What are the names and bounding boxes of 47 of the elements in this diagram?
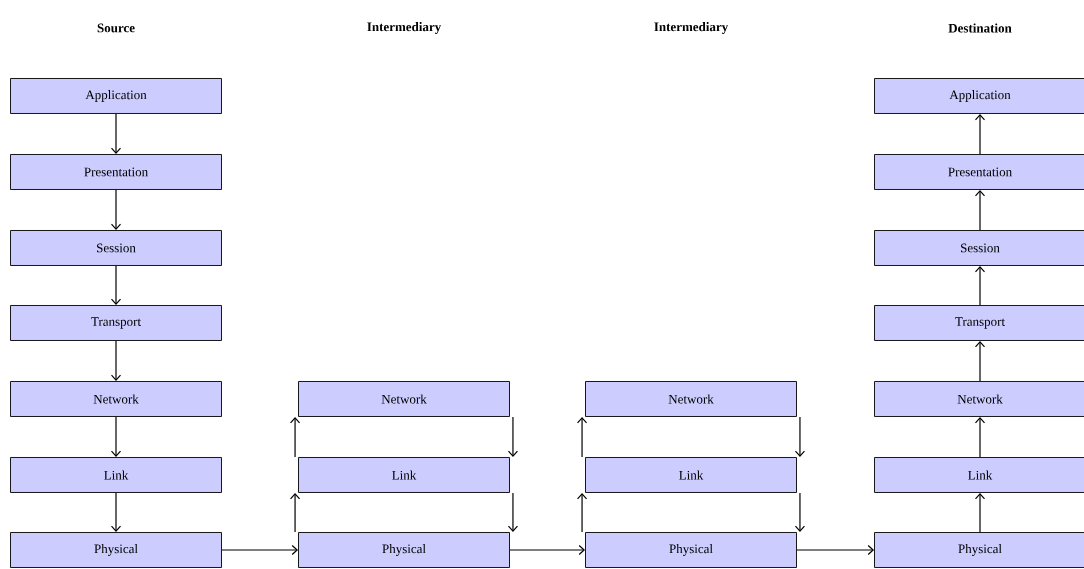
arrow — [974, 265, 986, 306]
arrow — [974, 340, 986, 382]
arrow — [110, 416, 122, 458]
layer-box: Presentation — [10, 154, 222, 190]
layer-box: Network — [298, 381, 510, 417]
layer-box: Presentation — [874, 154, 1084, 190]
layer-box: Session — [874, 230, 1084, 266]
arrow — [509, 544, 586, 556]
arrow — [110, 189, 122, 231]
arrow — [110, 113, 122, 155]
layer-box: Link — [10, 457, 222, 493]
layer-box: Physical — [874, 532, 1084, 568]
arrow — [974, 189, 986, 231]
column-heading: Source — [97, 23, 135, 33]
arrow — [974, 492, 986, 533]
layer-box: Transport — [874, 305, 1084, 341]
layer-box: Link — [298, 457, 510, 493]
arrow — [110, 340, 122, 382]
layer-box: Physical — [298, 532, 510, 568]
layer-box: Physical — [585, 532, 797, 568]
arrow — [110, 492, 122, 533]
layer-box: Physical — [10, 532, 222, 568]
layer-box: Application — [874, 78, 1084, 114]
layer-box: Network — [10, 381, 222, 417]
layer-box: Link — [585, 457, 797, 493]
arrow — [576, 416, 588, 458]
arrow — [507, 492, 519, 533]
layer-box: Session — [10, 230, 222, 266]
column-heading: Destination — [948, 23, 1012, 33]
arrow — [974, 113, 986, 155]
column-heading: Intermediary — [654, 22, 729, 34]
layer-box: Network — [874, 381, 1084, 417]
arrow — [289, 416, 301, 458]
layer-box: Application — [10, 78, 222, 114]
arrow — [794, 416, 806, 458]
layer-box: Transport — [10, 305, 222, 341]
layer-box: Network — [585, 381, 797, 417]
arrow — [507, 416, 519, 458]
arrow — [794, 492, 806, 533]
arrow — [796, 544, 875, 556]
column-heading: Intermediary — [367, 22, 442, 34]
arrow — [576, 492, 588, 533]
arrow — [289, 492, 301, 533]
arrow — [221, 544, 299, 556]
layer-box: Link — [874, 457, 1084, 493]
arrow — [110, 265, 122, 306]
arrow — [974, 416, 986, 458]
